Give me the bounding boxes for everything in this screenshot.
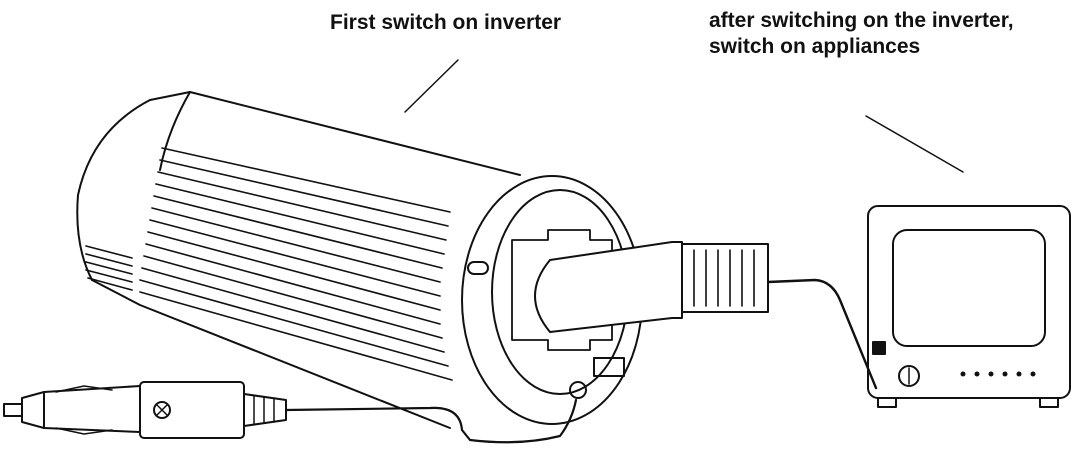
tv-foot-left <box>877 397 897 408</box>
dc-cable <box>284 398 578 444</box>
inverter-fins <box>139 147 453 381</box>
plug-fuse-screw <box>153 401 171 419</box>
inverter-top-edge <box>149 91 521 176</box>
plug-strain-relief <box>243 393 287 427</box>
inverter-power-switch <box>593 357 625 377</box>
inverter-bottom-edge <box>91 279 451 429</box>
appliance-cable <box>766 278 878 390</box>
plug-side-spring-lower <box>55 427 113 435</box>
inverter-rim-line <box>159 91 191 171</box>
plug-strain-ridges <box>253 395 275 425</box>
inverter-ac-socket <box>511 229 613 351</box>
caption-switch-on-inverter: First switch on inverter <box>330 11 562 34</box>
appliance-plug-icon <box>534 241 769 333</box>
tv-tuning-knob <box>898 365 920 387</box>
inverter-vent-slots <box>85 245 133 291</box>
plug-tip <box>3 403 23 417</box>
tv-screen <box>892 229 1046 347</box>
inverter-dc-port <box>569 381 587 399</box>
plug-grip-ridges <box>693 249 755 307</box>
caption-appliances-line-2: switch on appliances <box>709 35 921 58</box>
caption-appliances-line-1: after switching on the inverter, <box>709 9 1014 32</box>
tv-power-button <box>872 341 886 355</box>
inverter-led-indicator <box>467 261 489 275</box>
plug-grip <box>681 243 769 313</box>
plug-body <box>534 241 683 333</box>
plug-side-spring <box>55 385 113 393</box>
tv-indicator-dots <box>960 371 1036 377</box>
tv-appliance-icon <box>867 205 1071 408</box>
plug-barrel <box>43 385 141 433</box>
cigarette-plug-icon <box>3 381 287 439</box>
tv-foot-right <box>1039 397 1059 408</box>
plug-screw-slot-b <box>156 404 168 416</box>
leader-line-appliance <box>865 115 964 173</box>
plug-nose <box>21 391 45 429</box>
leader-line-inverter <box>404 59 459 113</box>
caption-switch-on-appliances: after switching on the inverter, switch … <box>709 8 1014 60</box>
plug-housing <box>139 381 245 439</box>
inverter-back-cap <box>76 99 151 281</box>
tv-cabinet <box>867 205 1071 399</box>
